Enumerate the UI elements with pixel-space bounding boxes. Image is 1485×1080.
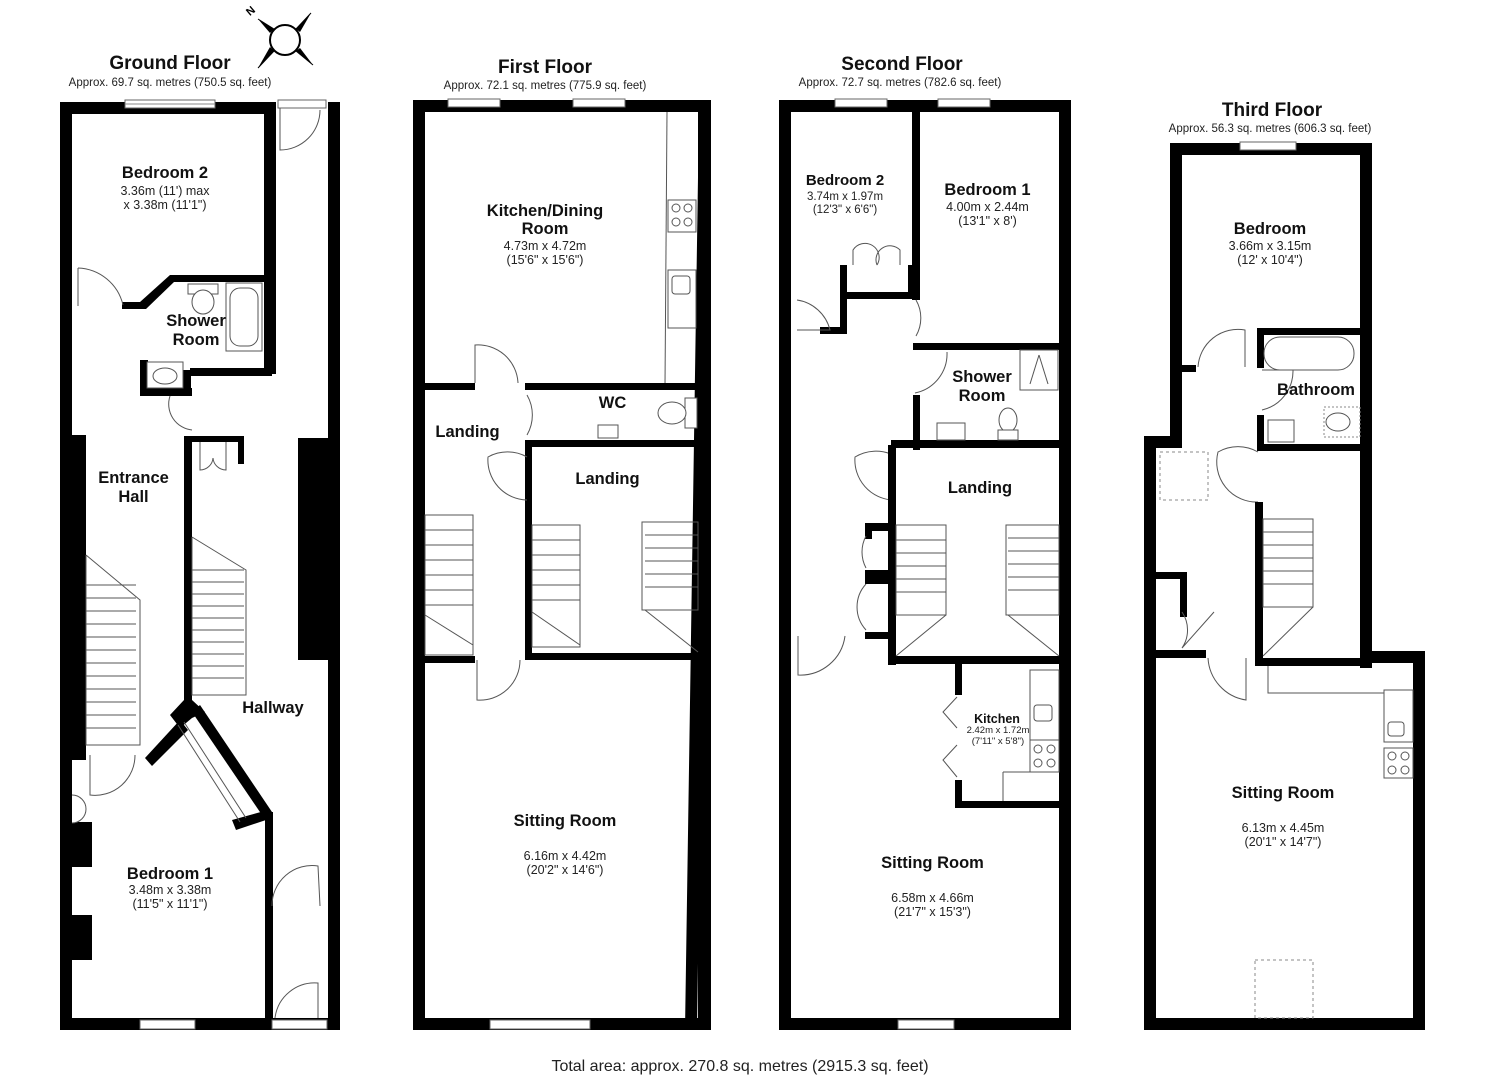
room-dim-third-sitting-b: (20'1" x 14'7") bbox=[1244, 835, 1322, 849]
compass-rose-icon: N bbox=[244, 4, 314, 69]
ground-floor-area: Approx. 69.7 sq. metres (750.5 sq. feet) bbox=[68, 77, 272, 89]
room-label-ground-shower-room: Shower Room bbox=[166, 312, 226, 349]
room-dim-second-sitting-b: (21'7" x 15'3") bbox=[894, 905, 971, 919]
room-label-second-sitting-room: Sitting Room bbox=[881, 854, 984, 872]
room-label-kitchen-dining: Kitchen/Dining Room bbox=[486, 202, 604, 238]
room-label-hallway: Hallway bbox=[242, 699, 304, 717]
third-floor-plan bbox=[1144, 141, 1425, 1030]
room-dim-second-bedroom-1-a: 4.00m x 2.44m bbox=[946, 200, 1029, 214]
ground-floor-plan bbox=[60, 99, 340, 1030]
room-label-second-kitchen: Kitchen bbox=[974, 712, 1020, 726]
room-label-first-landing-a: Landing bbox=[435, 423, 500, 441]
svg-text:N: N bbox=[244, 4, 258, 18]
room-label-second-landing: Landing bbox=[947, 479, 1013, 497]
room-label-third-sitting-room: Sitting Room bbox=[1231, 784, 1335, 802]
room-dim-second-bedroom-2-b: (12'3" x 6'6") bbox=[812, 204, 878, 216]
room-dim-second-sitting-a: 6.58m x 4.66m bbox=[891, 891, 974, 905]
room-dim-ground-bedroom-1-b: (11'5" x 11'1") bbox=[132, 897, 208, 911]
second-floor-title: Second Floor bbox=[841, 54, 963, 75]
room-dim-kitchen-dining-a: 4.73m x 4.72m bbox=[503, 239, 587, 253]
room-label-wc: WC bbox=[598, 394, 627, 412]
first-floor-plan bbox=[413, 98, 711, 1030]
room-dim-ground-bedroom-2-a: 3.36m (11') max bbox=[120, 184, 210, 198]
room-dim-kitchen-dining-b: (15'6" x 15'6") bbox=[506, 253, 584, 267]
room-label-second-bedroom-1: Bedroom 1 bbox=[944, 181, 1031, 199]
room-dim-third-bedroom-b: (12' x 10'4") bbox=[1237, 253, 1303, 267]
room-label-second-bedroom-2: Bedroom 2 bbox=[805, 172, 885, 189]
room-label-second-shower-room: Shower Room bbox=[952, 368, 1012, 405]
room-label-ground-bedroom-2: Bedroom 2 bbox=[121, 164, 209, 182]
room-dim-second-kitchen-b: (7'11" x 5'8") bbox=[971, 736, 1025, 747]
room-label-entrance-hall: Entrance Hall bbox=[98, 469, 169, 506]
room-dim-second-bedroom-1-b: (13'1" x 8') bbox=[958, 214, 1017, 228]
second-floor-plan bbox=[779, 98, 1071, 1030]
room-dim-first-sitting-a: 6.16m x 4.42m bbox=[523, 849, 607, 863]
first-floor-area: Approx. 72.1 sq. metres (775.9 sq. feet) bbox=[443, 80, 647, 92]
second-floor-area: Approx. 72.7 sq. metres (782.6 sq. feet) bbox=[798, 77, 1002, 89]
room-dim-ground-bedroom-2-b: x 3.38m (11'1") bbox=[123, 198, 207, 212]
room-label-third-bedroom: Bedroom bbox=[1233, 220, 1307, 238]
ground-floor-title: Ground Floor bbox=[109, 53, 231, 74]
room-label-ground-bedroom-1: Bedroom 1 bbox=[126, 865, 214, 883]
room-dim-first-sitting-b: (20'2" x 14'6") bbox=[526, 863, 604, 877]
room-dim-ground-bedroom-1-a: 3.48m x 3.38m bbox=[128, 883, 212, 897]
room-dim-third-sitting-a: 6.13m x 4.45m bbox=[1241, 821, 1325, 835]
room-label-first-sitting-room: Sitting Room bbox=[513, 812, 617, 830]
room-dim-third-bedroom-a: 3.66m x 3.15m bbox=[1228, 239, 1312, 253]
room-label-bathroom: Bathroom bbox=[1277, 381, 1355, 399]
third-floor-title: Third Floor bbox=[1221, 100, 1323, 121]
room-dim-second-kitchen-a: 2.42m x 1.72m bbox=[966, 725, 1030, 736]
room-label-first-landing-b: Landing bbox=[575, 470, 640, 488]
room-dim-second-bedroom-2-a: 3.74m x 1.97m bbox=[806, 191, 884, 203]
third-floor-area: Approx. 56.3 sq. metres (606.3 sq. feet) bbox=[1168, 123, 1372, 135]
total-area: Total area: approx. 270.8 sq. metres (29… bbox=[551, 1058, 929, 1075]
first-floor-title: First Floor bbox=[498, 57, 592, 78]
